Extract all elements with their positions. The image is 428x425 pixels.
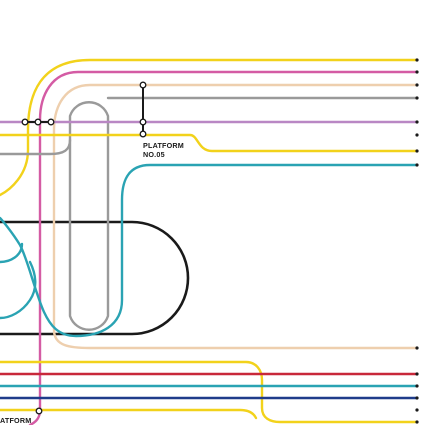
line-end-dot (415, 396, 419, 400)
platform-bottom-label: ATFORM (0, 416, 31, 425)
station-node[interactable] (47, 118, 55, 126)
line-end-dot (415, 346, 419, 350)
gray-pill-loop (68, 101, 110, 331)
peach-line (52, 83, 418, 350)
station-node[interactable] (35, 407, 43, 415)
line-end-dot (415, 420, 419, 424)
platform-05-label-line1: PLATFORM (143, 141, 184, 150)
station-node[interactable] (139, 81, 147, 89)
line-end-dot (415, 149, 419, 153)
platform-05-label-line2: NO.05 (143, 150, 165, 159)
line-end-dot (415, 83, 419, 87)
stadium-hub-outline (0, 220, 190, 336)
line-end-dot (415, 163, 419, 167)
yellow-line-platform (0, 133, 418, 153)
line-end-dot (415, 408, 419, 412)
line-end-dot (415, 58, 419, 62)
station-node[interactable] (139, 130, 147, 138)
line-end-dot (415, 96, 419, 100)
teal-line (0, 163, 418, 338)
station-node[interactable] (21, 118, 29, 126)
line-end-dot (415, 70, 419, 74)
line-end-dot (415, 384, 419, 388)
gray-line-top (0, 96, 418, 156)
line-end-dot (415, 372, 419, 376)
station-node[interactable] (34, 118, 42, 126)
yellow-line-lower (0, 360, 418, 424)
magenta-line (28, 70, 418, 425)
line-end-dot (415, 120, 419, 124)
yellow-line-top (0, 58, 418, 197)
station-node[interactable] (139, 118, 147, 126)
line-end-dot (415, 133, 419, 137)
yellow-line-bottom (0, 408, 258, 420)
